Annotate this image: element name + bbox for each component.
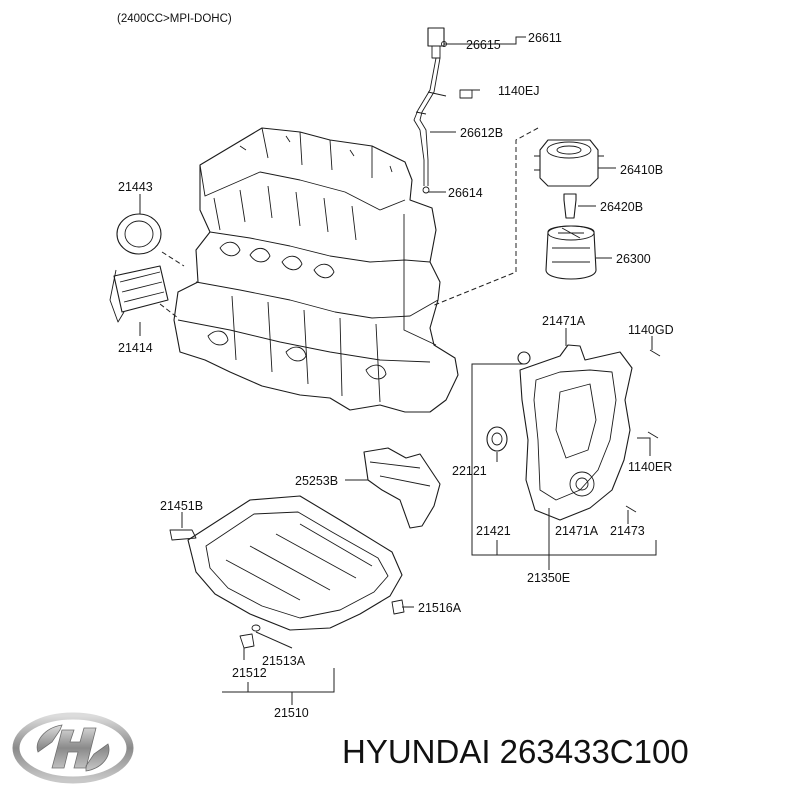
hyundai-logo-icon — [12, 712, 134, 784]
part-label-1140EJ: 1140EJ — [498, 84, 539, 98]
part-label-26300: 26300 — [616, 252, 651, 266]
dashed-reference-lines — [159, 127, 539, 319]
oil-pan-illustration — [169, 495, 405, 649]
oil-filter-parts-illustration — [534, 139, 604, 280]
part-label-21516A: 21516A — [418, 601, 462, 615]
leader-lines — [139, 36, 657, 705]
timing-chain-cover-illustration — [486, 344, 661, 521]
part-label-21513A: 21513A — [262, 654, 306, 668]
oil-seal-retainer-illustration — [109, 213, 169, 323]
part-label-25253B: 25253B — [295, 474, 338, 488]
part-label-26614: 26614 — [448, 186, 483, 200]
part-label-21471A-bottom: 21471A — [555, 524, 599, 538]
engine-block-illustration — [173, 127, 459, 413]
part-label-21421: 21421 — [476, 524, 511, 538]
part-label-21443: 21443 — [118, 180, 153, 194]
part-label-26611: 26611 — [528, 31, 562, 45]
engine-spec-header: (2400CC>MPI-DOHC) — [117, 13, 232, 25]
part-label-22121: 22121 — [452, 464, 487, 478]
part-label-21350E: 21350E — [527, 571, 570, 585]
part-label-21510: 21510 — [274, 706, 309, 720]
part-label-21451B: 21451B — [160, 499, 203, 513]
part-label-21414: 21414 — [118, 341, 153, 355]
part-label-26420B: 26420B — [600, 200, 643, 214]
part-label-21473: 21473 — [610, 524, 645, 538]
part-label-26612B: 26612B — [460, 126, 503, 140]
part-label-21512: 21512 — [232, 666, 267, 680]
part-label-1140GD: 1140GD — [628, 323, 674, 337]
baffle-plate-illustration — [363, 447, 441, 529]
part-label-21471A-top: 21471A — [542, 314, 586, 328]
part-label-26615: 26615 — [466, 38, 501, 52]
oil-level-gauge-illustration — [413, 27, 473, 194]
part-label-1140ER: 1140ER — [628, 460, 672, 474]
brand-caption: HYUNDAI 263433C100 — [342, 733, 689, 770]
part-label-26410B: 26410B — [620, 163, 663, 177]
